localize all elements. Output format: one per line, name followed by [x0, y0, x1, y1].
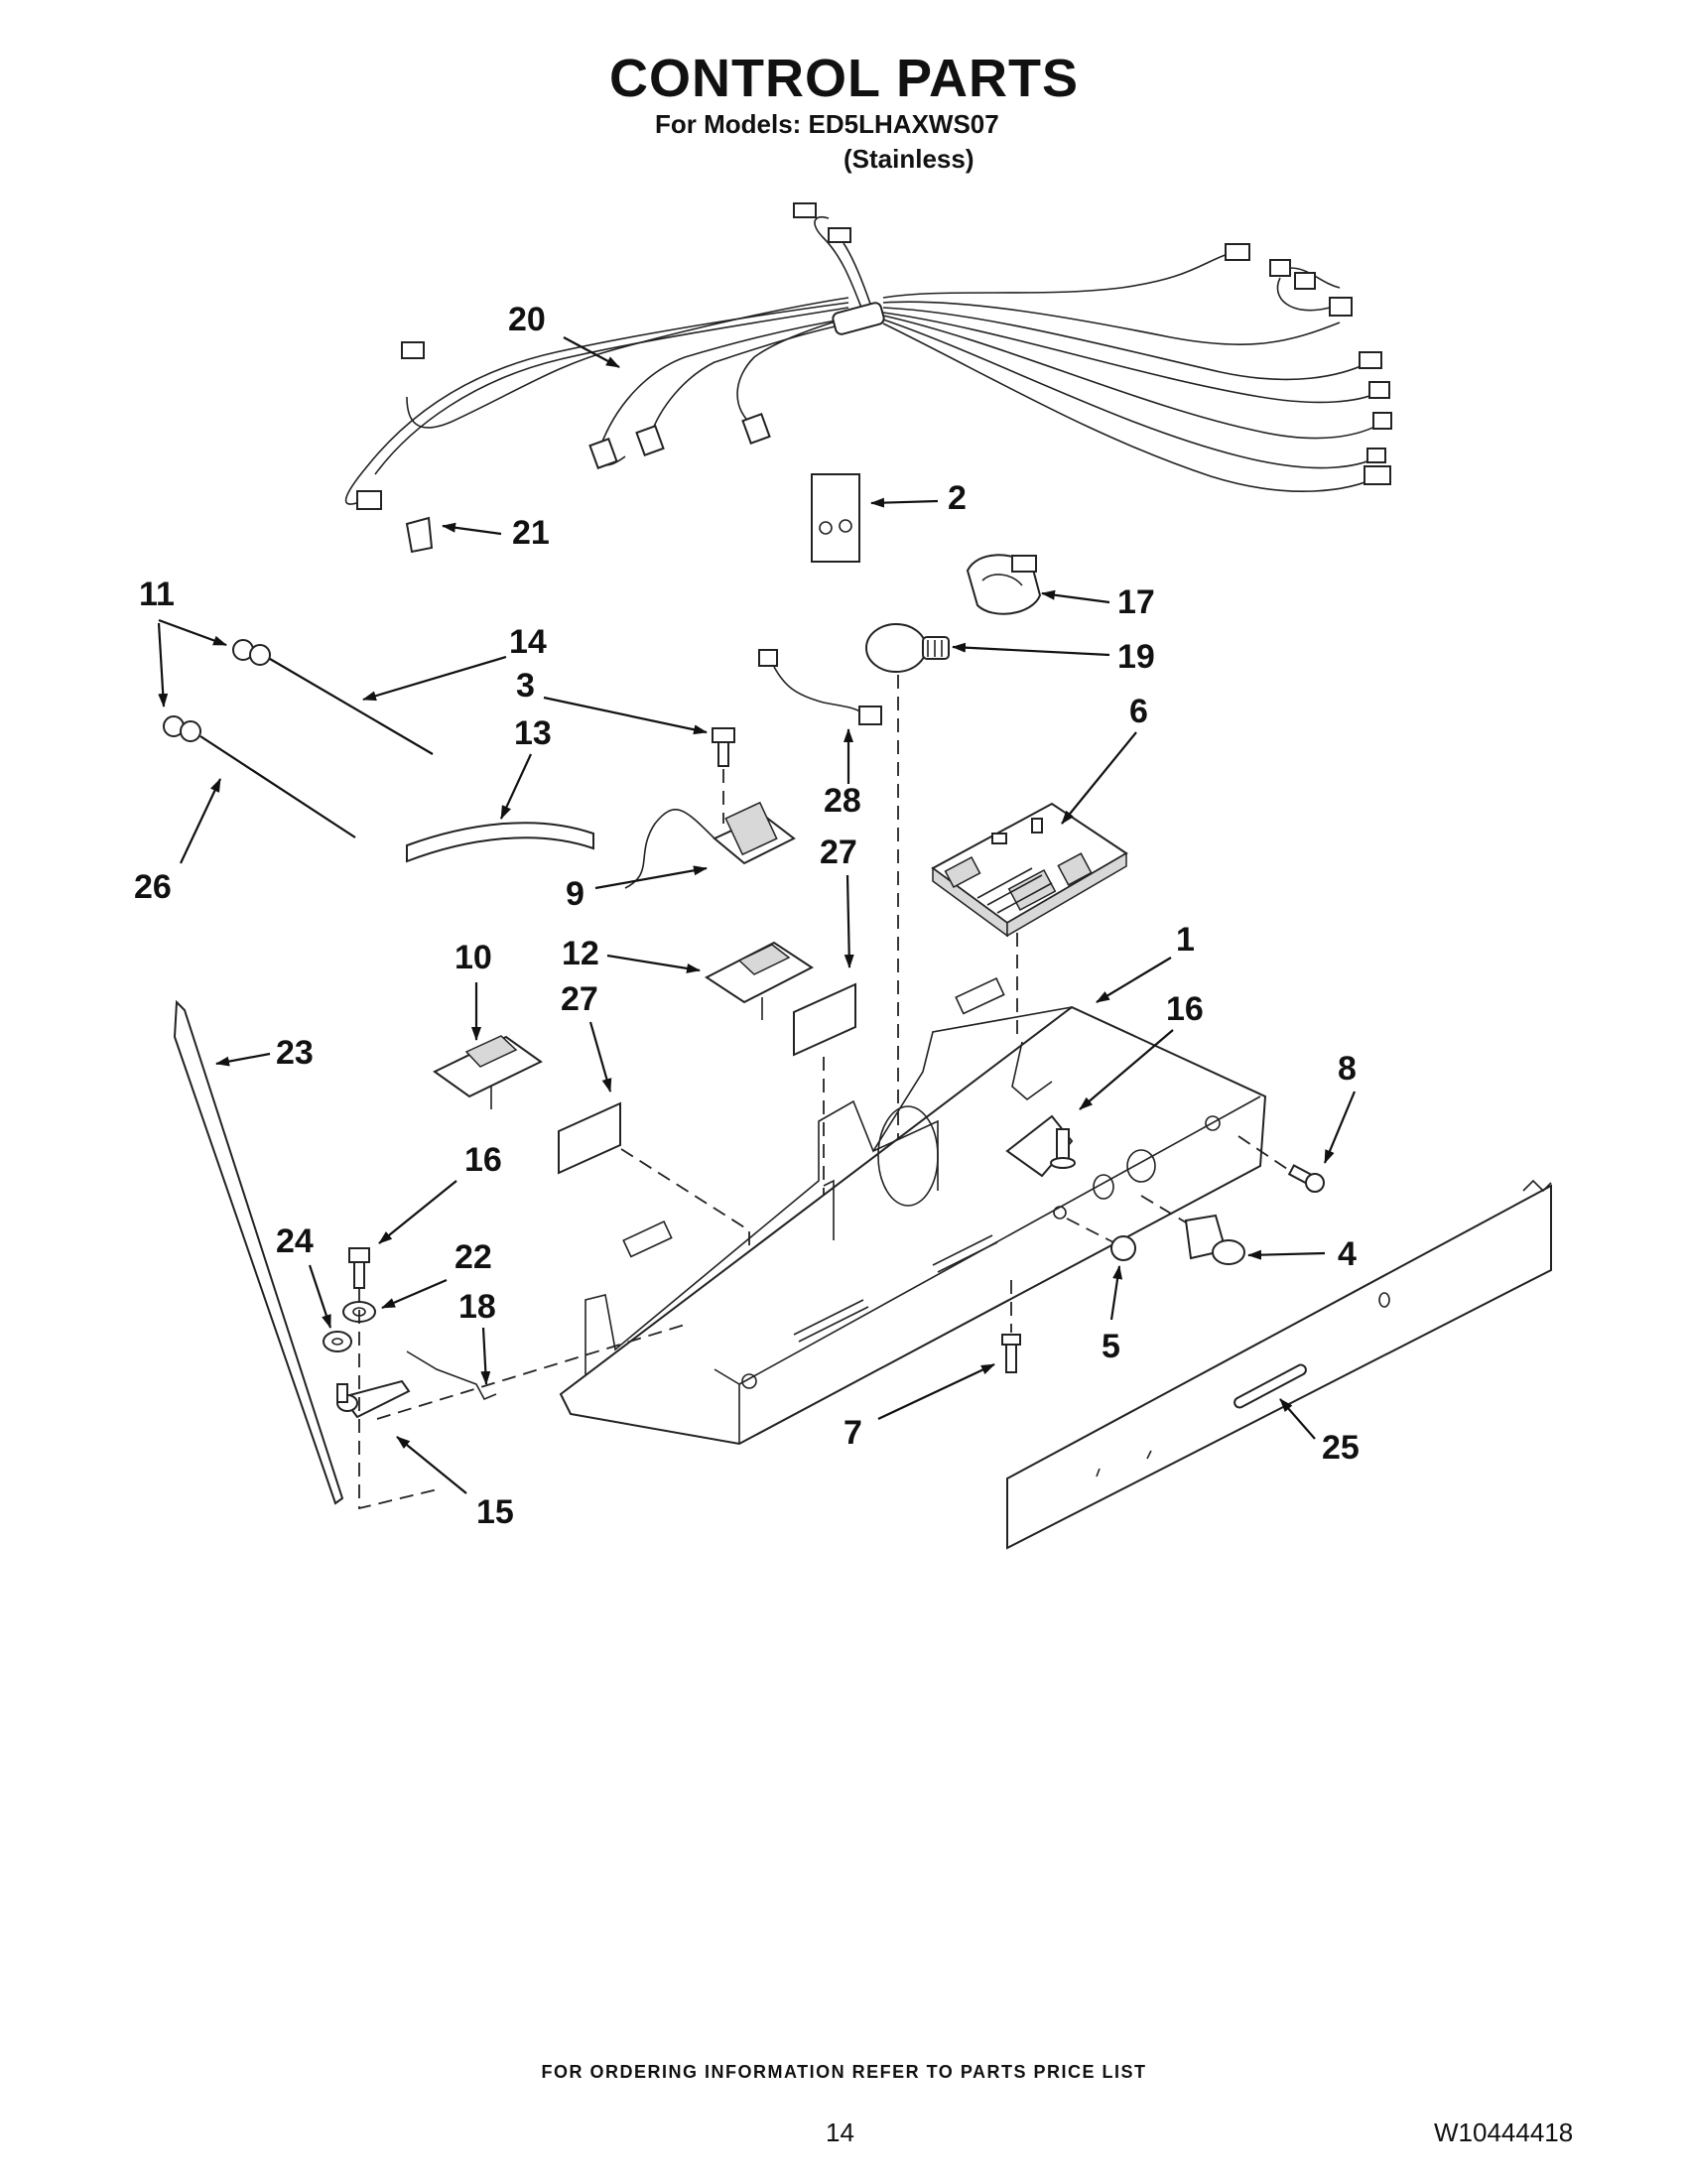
callout-4: 4 [1338, 1235, 1357, 1273]
callout-18: 18 [458, 1288, 496, 1326]
door-switch [624, 801, 796, 889]
callout-16-lower: 16 [464, 1141, 502, 1179]
callout-22: 22 [454, 1238, 492, 1276]
page-title: CONTROL PARTS [608, 49, 1079, 108]
tubes-and-grommets [163, 639, 434, 838]
callouts: 20 2 21 11 14 3 17 19 13 6 28 27 26 9 10… [134, 301, 1360, 1531]
callout-25: 25 [1322, 1429, 1360, 1467]
control-housing [559, 977, 1267, 1446]
callout-7: 7 [844, 1414, 862, 1452]
callout-11: 11 [139, 576, 175, 613]
document-number: W10444418 [1434, 2118, 1574, 2147]
jumper-wire [758, 649, 882, 725]
callout-13: 13 [514, 714, 552, 752]
callout-21: 21 [512, 514, 550, 552]
trim-strip [1006, 1179, 1552, 1550]
label-27-lower [558, 1101, 621, 1175]
callout-12: 12 [562, 935, 599, 972]
washer-24 [323, 1331, 352, 1352]
control-board [931, 802, 1128, 938]
page-number: 14 [826, 2118, 854, 2147]
callout-9: 9 [566, 875, 584, 913]
callout-2: 2 [948, 479, 967, 517]
ordering-note: FOR ORDERING INFORMATION REFER TO PARTS … [541, 2062, 1147, 2082]
callout-14: 14 [509, 623, 547, 661]
finish-line: (Stainless) [844, 144, 974, 174]
callout-10: 10 [454, 939, 492, 976]
light-switch [1184, 1214, 1245, 1265]
callout-8: 8 [1338, 1050, 1357, 1088]
screw-16-housing [1050, 1128, 1076, 1169]
callout-1: 1 [1176, 921, 1195, 959]
insulation-pad [811, 473, 860, 563]
lamp-socket [966, 554, 1042, 615]
models-line: For Models: ED5LHAXWS07 [655, 109, 999, 139]
mounting-plate [1005, 1114, 1074, 1178]
callout-3: 3 [516, 667, 535, 705]
callout-5: 5 [1102, 1328, 1120, 1365]
callout-23: 23 [276, 1034, 314, 1072]
callout-6: 6 [1129, 693, 1148, 730]
callout-24: 24 [276, 1222, 314, 1260]
callout-17: 17 [1117, 583, 1155, 621]
button-5 [1110, 1235, 1136, 1261]
callout-19: 19 [1117, 638, 1155, 676]
strip-23 [173, 999, 344, 1505]
wire-clip [405, 516, 434, 554]
thermostat-bracket-12 [705, 941, 814, 1020]
screw-3 [712, 727, 735, 767]
screw-8 [1287, 1164, 1325, 1193]
callout-26: 26 [134, 868, 172, 906]
callout-28: 28 [824, 782, 861, 820]
thermostat-bracket-10 [433, 1035, 543, 1109]
callout-16-housing: 16 [1166, 990, 1204, 1028]
wire-harness [344, 202, 1392, 510]
callout-20: 20 [508, 301, 546, 338]
tube-13 [406, 822, 594, 863]
callout-15: 15 [476, 1493, 514, 1531]
screw-16-lower [348, 1247, 370, 1289]
spring-18 [406, 1350, 497, 1401]
callout-27-upper: 27 [820, 834, 857, 871]
screw-7 [1001, 1334, 1021, 1373]
label-27-upper [793, 982, 856, 1057]
callout-27-lower: 27 [561, 980, 598, 1018]
light-bulb [865, 623, 950, 673]
